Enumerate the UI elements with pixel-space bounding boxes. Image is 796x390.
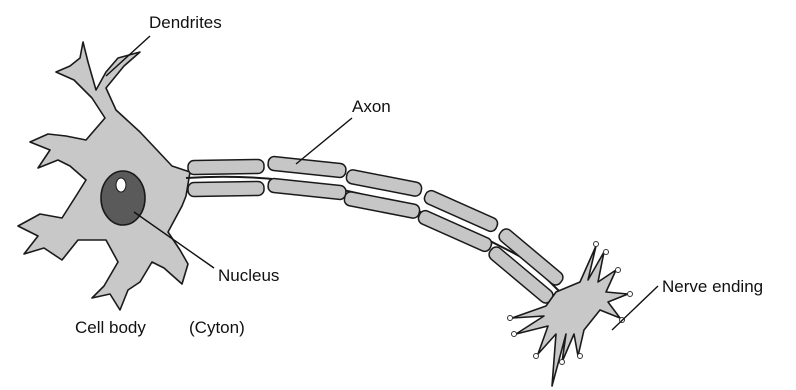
terminal-bulb: [594, 242, 599, 247]
label-dendrites: Dendrites: [149, 13, 222, 32]
sheath-segment: [267, 156, 346, 178]
sheath-segment: [188, 181, 264, 196]
label-axon: Axon: [352, 97, 391, 116]
terminal-bulb: [628, 292, 633, 297]
terminal-bulb: [604, 250, 609, 255]
sheath-segment: [267, 178, 346, 200]
label-cyton: (Cyton): [189, 318, 245, 337]
terminal-bulb: [534, 354, 539, 359]
label-nerve-ending: Nerve ending: [662, 277, 763, 296]
sheath-segment: [188, 159, 264, 174]
label-cell-body: Cell body: [75, 318, 146, 337]
dendrites-leader-line: [106, 36, 150, 76]
label-nucleus: Nucleus: [218, 266, 279, 285]
nucleolus-shape: [116, 178, 126, 192]
terminal-bulb: [616, 268, 621, 273]
axon-leader-line: [296, 118, 352, 164]
terminal-bulb: [508, 316, 513, 321]
cell-body-shape: [18, 42, 190, 310]
terminal-bulb: [578, 354, 583, 359]
terminal-bulb: [512, 332, 517, 337]
nerve-ending-branches: [508, 242, 633, 387]
terminal-bulb: [560, 360, 565, 365]
